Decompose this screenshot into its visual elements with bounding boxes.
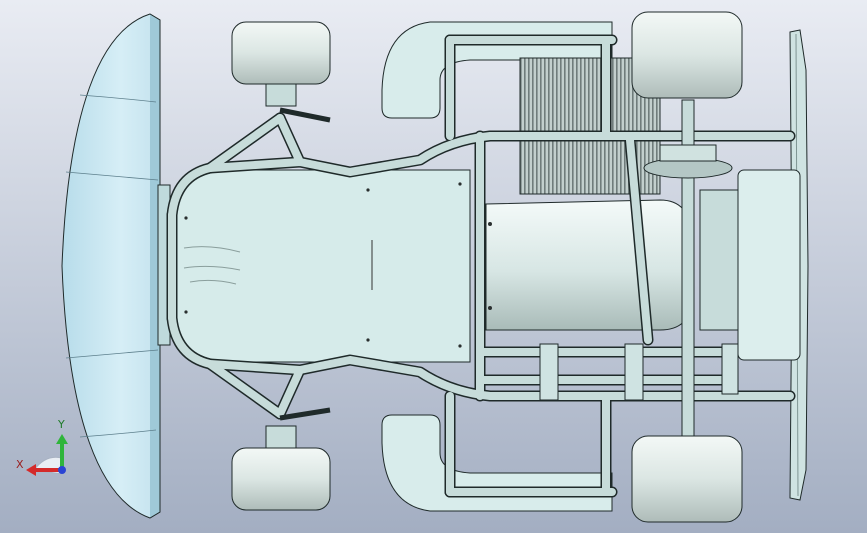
triad-x-label: X [16, 458, 24, 471]
triad-x-arrowhead [26, 464, 36, 476]
rear-brake-disc[interactable] [643, 144, 733, 179]
side-pod-top[interactable] [381, 21, 613, 119]
rear-left-wheel[interactable] [631, 11, 743, 99]
rear-axle[interactable] [681, 99, 801, 437]
triad-z-dot [58, 466, 66, 474]
front-left-wheel[interactable] [231, 21, 331, 123]
frame-clamps[interactable] [539, 343, 739, 401]
floor-pan[interactable] [175, 169, 471, 363]
fuel-tank[interactable] [485, 199, 693, 331]
bolt-markers [184, 182, 492, 348]
triad-y-arrowhead [56, 434, 68, 444]
front-right-wheel[interactable] [231, 407, 331, 511]
rear-right-wheel[interactable] [631, 435, 743, 523]
chassis-frame-highlight [168, 36, 794, 496]
triad-y-label: Y [57, 418, 65, 431]
axis-triad: X Y [16, 418, 68, 476]
